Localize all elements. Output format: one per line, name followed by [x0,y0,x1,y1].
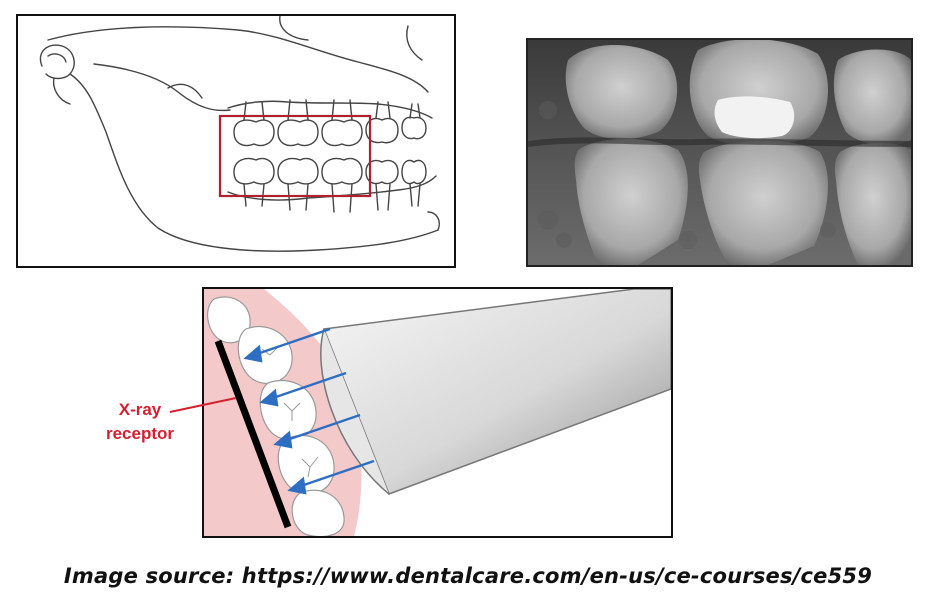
bitewing-radiograph [528,40,911,265]
bitewing-region-highlight [218,114,372,198]
image-source-caption: Image source: https://www.dentalcare.com… [63,564,873,588]
beam-diagram-panel [202,287,673,538]
xray-cone [322,289,671,495]
xray-image-panel [526,38,913,267]
label-line-1: X-ray [118,400,162,419]
beam-alignment-illustration [204,289,671,536]
xray-receptor-label: X-ray receptor [80,398,200,446]
xray-receptor [214,339,292,529]
jaw-drawing-panel [16,14,456,268]
mandible-illustration [39,16,440,252]
label-line-2: receptor [105,424,175,443]
